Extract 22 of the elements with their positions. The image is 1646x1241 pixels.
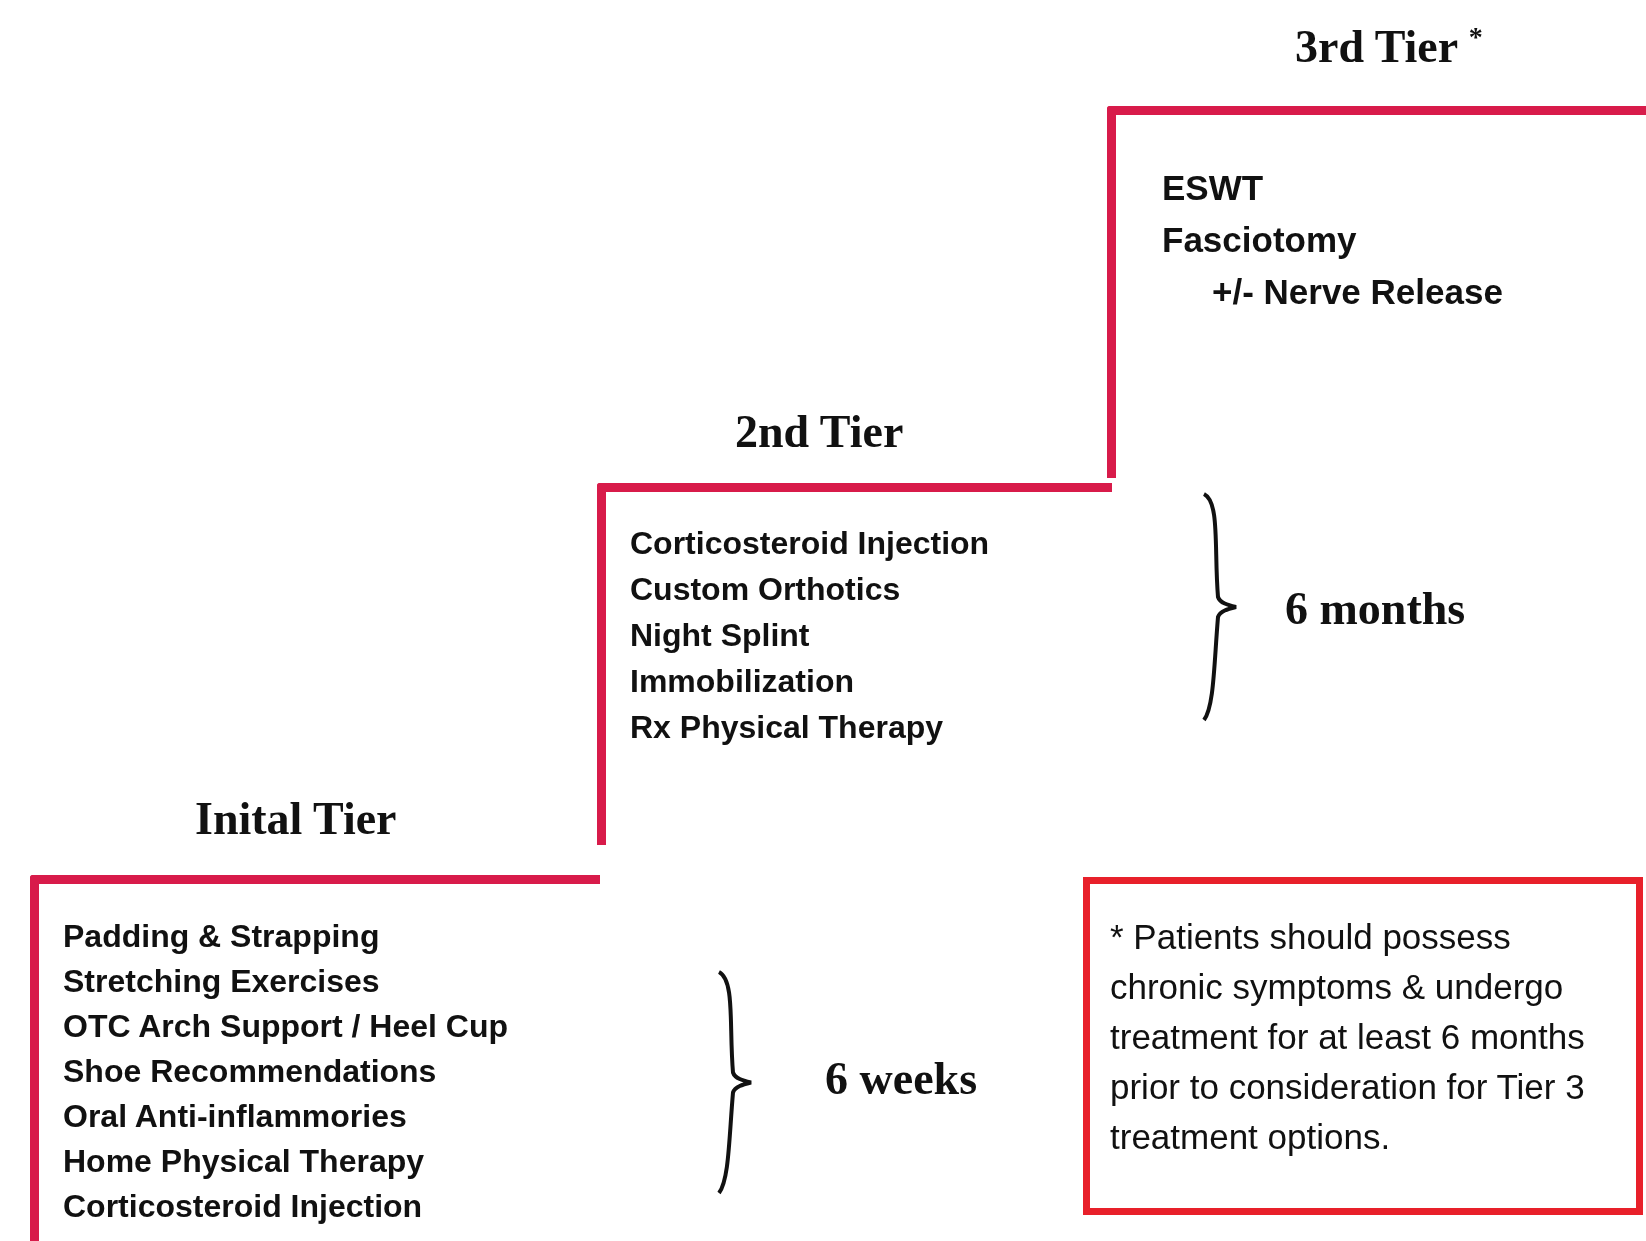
treatment-item: Immobilization (630, 663, 854, 700)
treatment-item: Padding & Strapping (63, 918, 380, 955)
treatment-item: Home Physical Therapy (63, 1143, 425, 1180)
treatment-item: +/- Nerve Release (1212, 272, 1503, 312)
tier-heading: 3rd Tier $^{*}$ (1295, 20, 1483, 73)
tier-heading: 2nd Tier (735, 405, 904, 458)
treatment-item: OTC Arch Support / Heel Cup (63, 1008, 509, 1045)
treatment-item: Night Splint (630, 617, 810, 654)
treatment-item: Shoe Recommendations (63, 1053, 437, 1090)
treatment-item: Corticosteroid Injection (63, 1188, 423, 1225)
treatment-item: ESWT (1162, 168, 1264, 208)
tier-heading: Inital Tier (195, 792, 397, 845)
duration-label: 6 months (1285, 582, 1466, 635)
treatment-item: Custom Orthotics (630, 571, 901, 608)
note-box (1083, 877, 1643, 1215)
duration-label: 6 weeks (825, 1052, 978, 1105)
treatment-item: Oral Anti-inflammories (63, 1098, 407, 1135)
treatment-item: Stretching Exercises (63, 963, 380, 1000)
treatment-item: Rx Physical Therapy (630, 709, 944, 746)
footnote-text: * Patients should possess chronic symptoms & undergo treatment for at least 6 months prior to consideration for Tier 3 treatment options. (1110, 916, 1586, 1158)
treatment-item: Fasciotomy (1162, 220, 1357, 260)
treatment-item: Corticosteroid Injection (630, 525, 990, 562)
